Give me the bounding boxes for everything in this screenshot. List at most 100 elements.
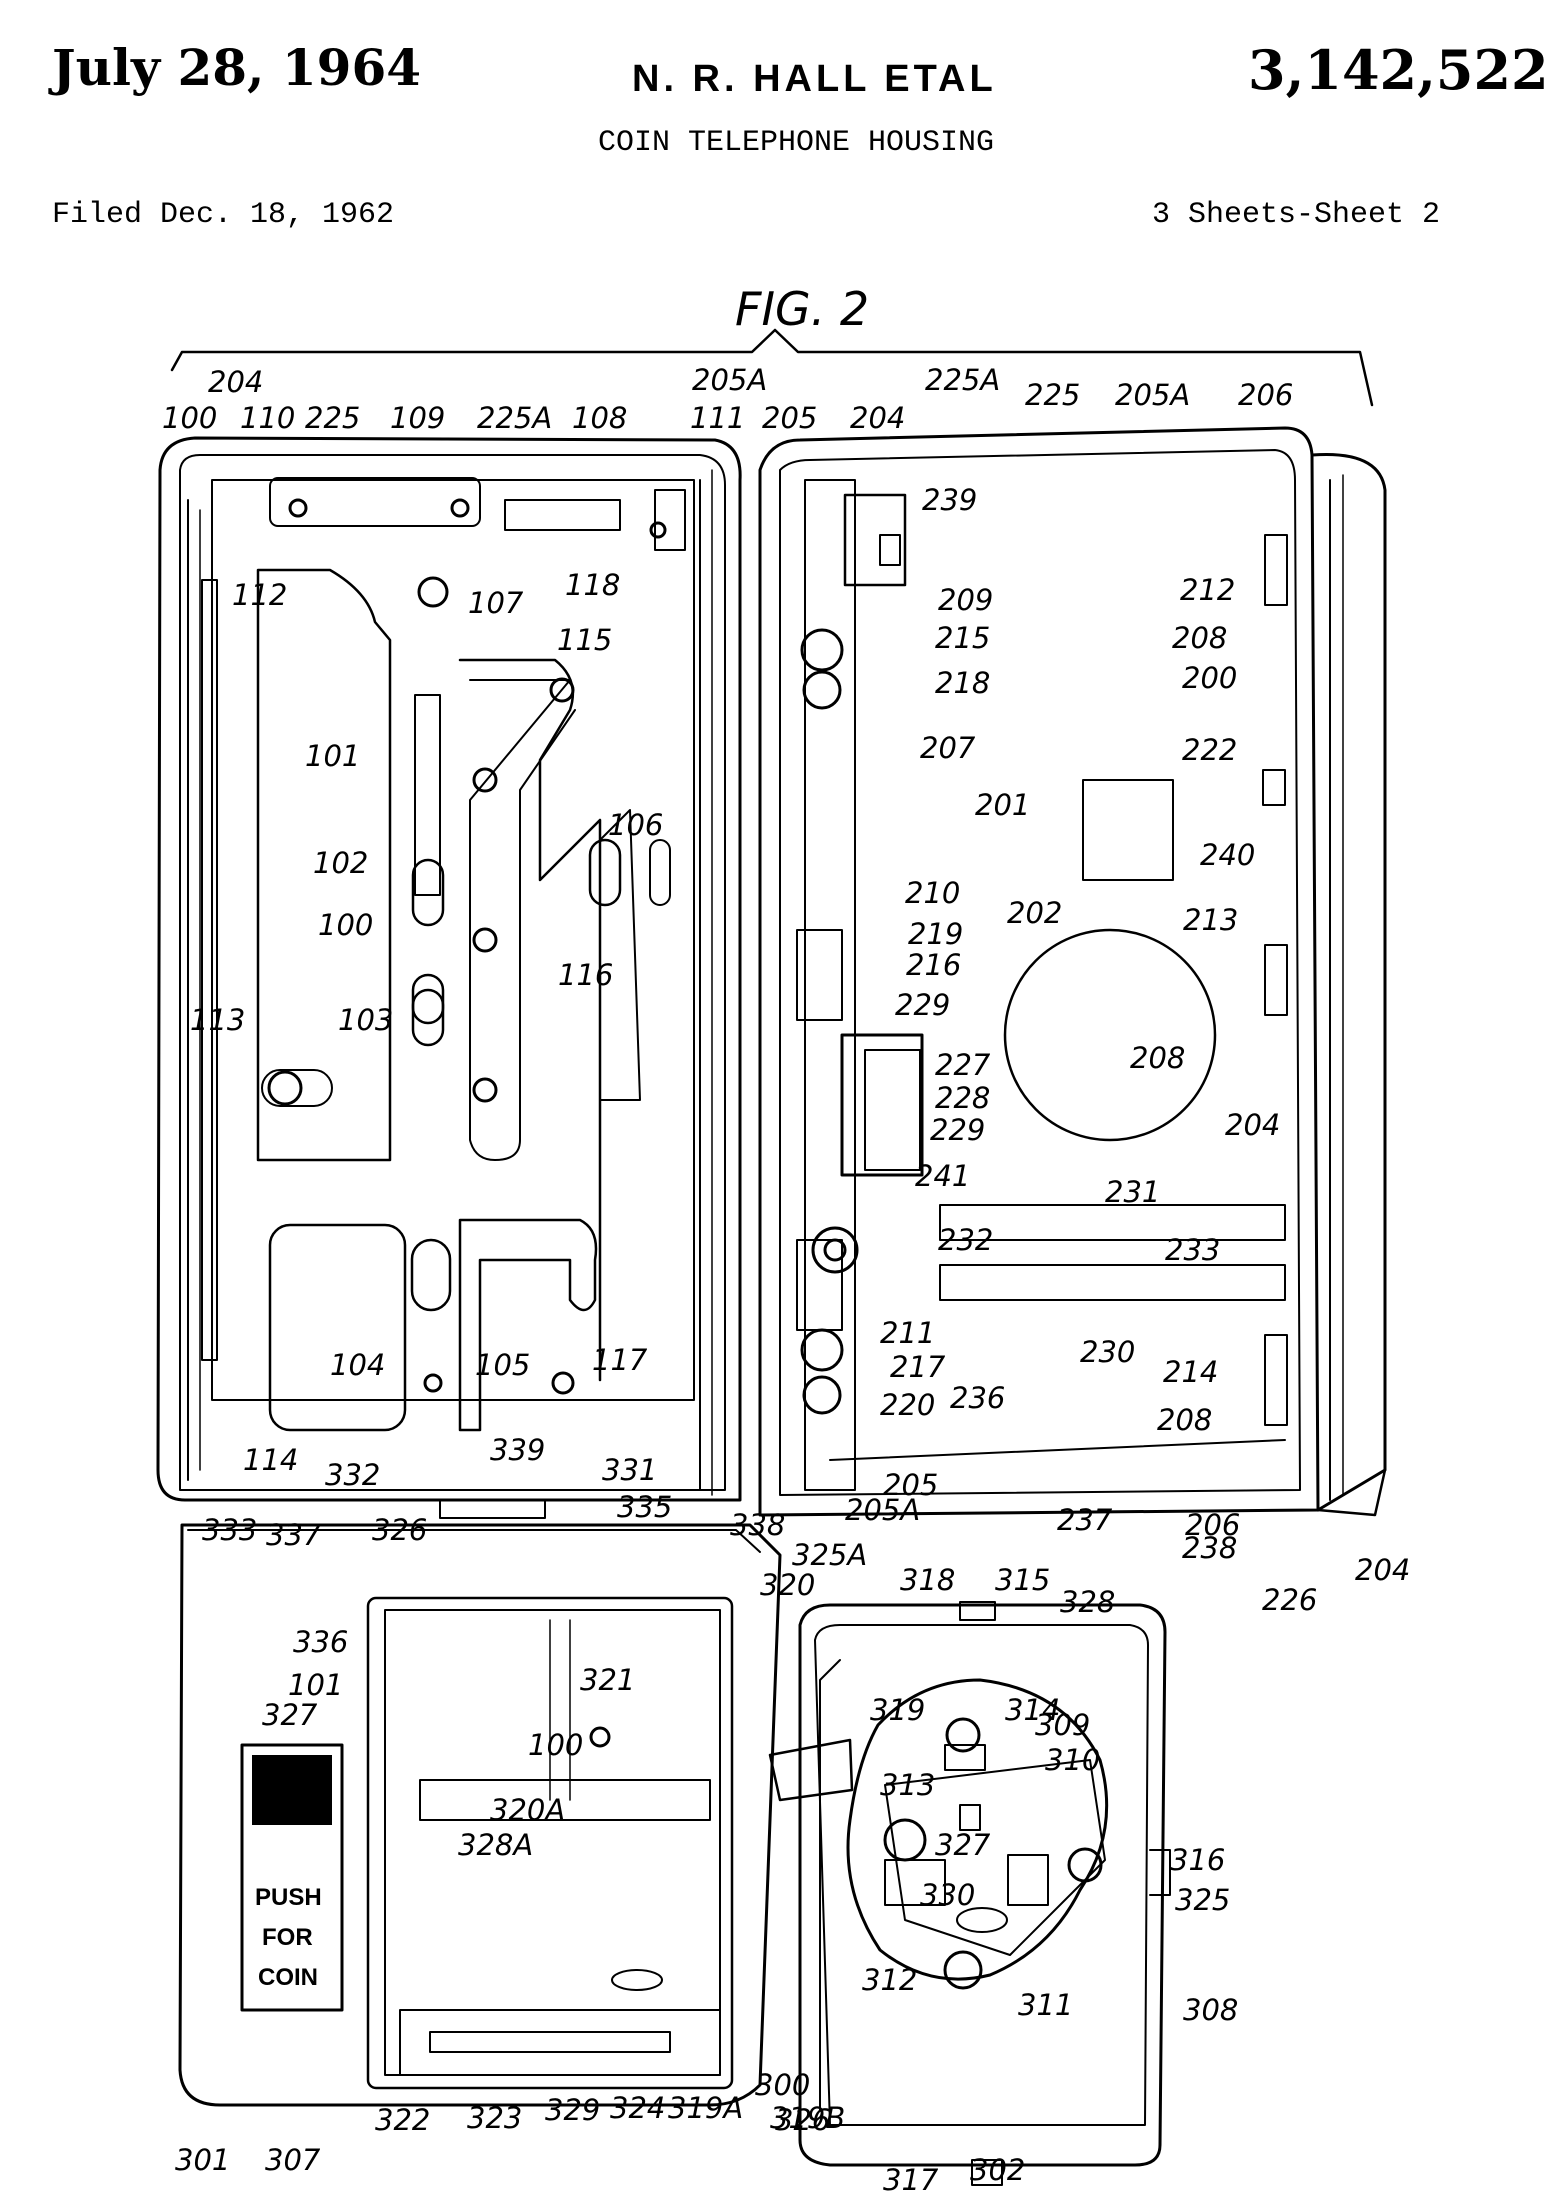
- reference-numeral: 204: [1225, 1108, 1280, 1142]
- reference-numeral: 329: [545, 2093, 600, 2127]
- reference-numeral: 208: [1172, 621, 1227, 655]
- reference-numeral: 202: [1007, 896, 1062, 930]
- reference-numeral: 225A: [925, 363, 1000, 397]
- reference-numeral: 201: [975, 788, 1030, 822]
- reference-numeral: 227: [935, 1048, 991, 1082]
- reference-numeral: 108: [572, 401, 627, 435]
- reference-numeral: 337: [266, 1518, 322, 1552]
- reference-numeral: 225A: [477, 401, 552, 435]
- housing-body: [156, 436, 742, 1502]
- reference-numeral: 326: [372, 1513, 427, 1547]
- reference-numeral: 229: [895, 988, 950, 1022]
- reference-numeral: 114: [243, 1443, 298, 1477]
- reference-numeral: 339: [490, 1433, 545, 1467]
- patent-date: July 28, 1964: [52, 38, 422, 97]
- reference-numeral: 222: [1182, 733, 1237, 767]
- reference-numeral: 118: [565, 568, 620, 602]
- patent-number: 3,142,522: [1248, 38, 1549, 102]
- reference-numeral: 338: [730, 1508, 785, 1542]
- reference-numeral: 207: [920, 731, 976, 765]
- reference-numeral: 209: [938, 583, 993, 617]
- reference-numeral: 332: [325, 1458, 380, 1492]
- reference-numeral: 225: [1025, 378, 1080, 412]
- reference-numeral: 319: [870, 1693, 925, 1727]
- reference-numeral: 300: [755, 2068, 810, 2102]
- reference-numeral: 217: [890, 1350, 946, 1384]
- reference-numeral: 109: [390, 401, 445, 435]
- reference-numeral: 240: [1200, 838, 1255, 872]
- reference-numeral: 241: [915, 1159, 970, 1193]
- reference-numeral: 301: [175, 2143, 230, 2177]
- reference-numeral: 204: [208, 365, 263, 399]
- filing-date: Filed Dec. 18, 1962: [52, 198, 395, 232]
- reference-numeral: 320: [760, 1568, 815, 1602]
- reference-numeral: 112: [232, 578, 287, 612]
- reference-numeral: 324: [610, 2091, 665, 2125]
- reference-numeral: 205: [762, 401, 817, 435]
- reference-numeral: 327: [935, 1828, 991, 1862]
- reference-numeral: 232: [938, 1223, 993, 1257]
- reference-numeral: 100: [162, 401, 217, 435]
- reference-numeral: 101: [288, 1668, 343, 1702]
- reference-numeral: 331: [602, 1453, 657, 1487]
- reference-numeral: 315: [995, 1563, 1050, 1597]
- reference-numeral: 328A: [458, 1828, 533, 1862]
- reference-numeral: 302: [970, 2153, 1025, 2187]
- reference-numeral: 237: [1057, 1503, 1113, 1537]
- reference-numeral: 215: [935, 621, 990, 655]
- reference-numeral: 312: [862, 1963, 917, 1997]
- reference-numeral: 216: [906, 948, 961, 982]
- reference-numeral: 211: [880, 1316, 935, 1350]
- reference-numeral: 320A: [490, 1793, 565, 1827]
- reference-numeral: 204: [850, 401, 905, 435]
- reference-numeral: 236: [950, 1381, 1005, 1415]
- reference-numeral: 335: [617, 1490, 672, 1524]
- reference-numeral: 220: [880, 1388, 935, 1422]
- reference-numeral: 208: [1157, 1403, 1212, 1437]
- figure-bracket: [170, 328, 1374, 407]
- reference-numeral: 115: [557, 623, 612, 657]
- reference-numeral: 229: [930, 1113, 985, 1147]
- reference-numeral: 233: [1165, 1233, 1220, 1267]
- reference-numeral: 310: [1045, 1743, 1100, 1777]
- reference-numeral: 230: [1080, 1335, 1135, 1369]
- reference-numeral: 318: [900, 1563, 955, 1597]
- reference-numeral: 226: [1262, 1583, 1317, 1617]
- reference-numeral: 105: [475, 1348, 530, 1382]
- reference-numeral: 206: [1185, 1508, 1240, 1542]
- reference-numeral: 106: [608, 808, 663, 842]
- reference-numeral: 321: [580, 1663, 635, 1697]
- push-for-coin-line-3: COIN: [258, 1964, 318, 1991]
- reference-numeral: 200: [1182, 661, 1237, 695]
- reference-numeral: 308: [1183, 1993, 1238, 2027]
- reference-numeral: 113: [190, 1003, 245, 1037]
- vault-door: [768, 1601, 1171, 2186]
- reference-numeral: 327: [262, 1698, 318, 1732]
- reference-numeral: 103: [338, 1003, 393, 1037]
- reference-numeral: 117: [592, 1343, 648, 1377]
- reference-numeral: 239: [922, 483, 977, 517]
- reference-numeral: 205: [883, 1468, 938, 1502]
- reference-numeral: 325A: [792, 1538, 867, 1572]
- reference-numeral: 100: [318, 908, 373, 942]
- reference-numeral: 319B: [770, 2101, 845, 2135]
- push-for-coin-line-1: PUSH: [255, 1884, 322, 1911]
- sheet-count: 3 Sheets-Sheet 2: [1152, 198, 1441, 232]
- reference-numeral: 214: [1163, 1355, 1218, 1389]
- reference-numeral: 100: [528, 1728, 583, 1762]
- reference-numeral: 238: [1182, 1531, 1237, 1565]
- reference-numeral: 313: [880, 1768, 935, 1802]
- reference-numeral: 328: [1060, 1585, 1115, 1619]
- reference-numeral: 205A: [692, 363, 767, 397]
- reference-numeral: 314: [1005, 1693, 1060, 1727]
- reference-numeral: 319A: [668, 2091, 743, 2125]
- reference-numeral: 231: [1105, 1175, 1160, 1209]
- reference-numeral: 336: [293, 1625, 348, 1659]
- reference-numeral: 333: [202, 1513, 257, 1547]
- reference-numeral: 213: [1183, 903, 1238, 937]
- reference-numeral: 205A: [845, 1493, 920, 1527]
- reference-numeral: 330: [920, 1878, 975, 1912]
- reference-numeral: 111: [690, 401, 745, 435]
- reference-numeral: 311: [1018, 1988, 1073, 2022]
